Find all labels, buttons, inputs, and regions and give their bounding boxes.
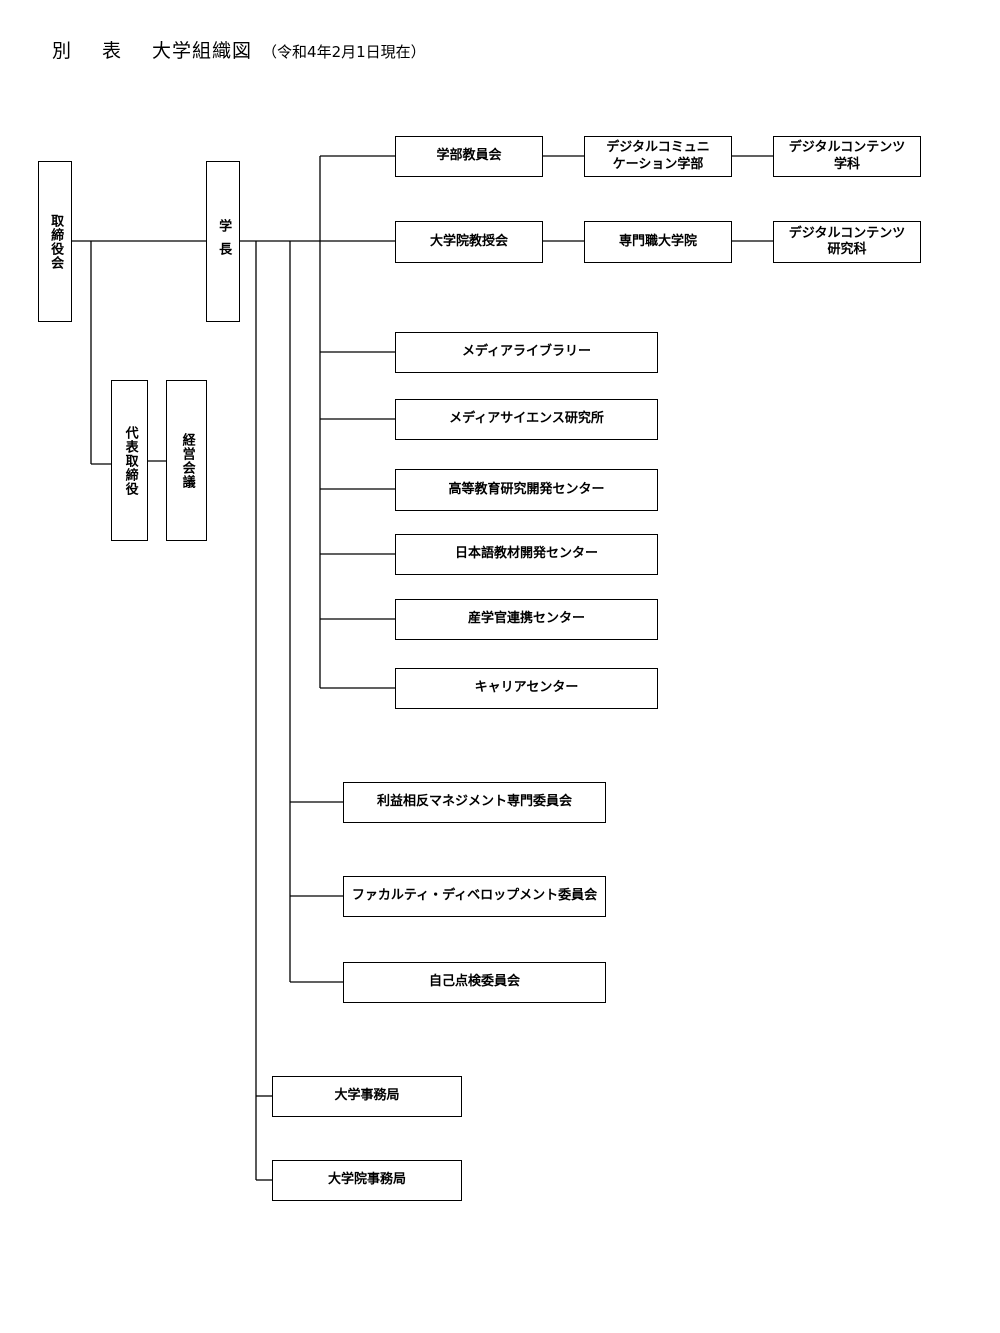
management-council-label: 経営会議 [179, 432, 195, 489]
title-main: 大学組織図 [152, 40, 253, 62]
japanese-materials-center-box: 日本語教材開発センター [395, 534, 658, 575]
grad-department-label-line1: デジタルコンテンツ [788, 225, 906, 241]
industry-collab-label: 産学官連携センター [467, 611, 585, 627]
grad-school-office-label: 大学院事務局 [327, 1172, 406, 1188]
industry-collab-center-box: 産学官連携センター [395, 599, 658, 640]
ceo-box: 代表取締役 [111, 380, 148, 541]
page-title: 別 表 大学組織図 （令和4年2月1日現在） [52, 36, 426, 63]
higher-ed-label: 高等教育研究開発センター [448, 481, 605, 497]
career-center-box: キャリアセンター [395, 668, 658, 709]
title-part-a: 別 [52, 40, 73, 62]
faculty-meeting-label: 学部教員会 [436, 148, 502, 164]
professional-grad-school-box: 専門職大学院 [584, 221, 732, 263]
self-evaluation-committee-box: 自己点検委員会 [343, 962, 606, 1003]
board-label: 取締役会 [48, 213, 64, 270]
fd-committee-label: ファカルティ・ディベロップメント委員会 [351, 888, 598, 904]
title-part-b: 表 [102, 40, 123, 62]
grad-professors-box: 大学院教授会 [395, 221, 543, 263]
university-office-box: 大学事務局 [272, 1076, 462, 1117]
department-label-line1: デジタルコンテンツ [788, 140, 906, 156]
grad-school-office-box: 大学院事務局 [272, 1160, 462, 1201]
media-library-label: メディアライブラリー [461, 344, 592, 360]
president-box: 学長 [206, 161, 240, 322]
faculty-label-line1: デジタルコミュニ [606, 140, 710, 156]
professional-grad-school-label: 専門職大学院 [618, 233, 697, 249]
department-label-line2: 学科 [833, 156, 860, 172]
media-science-institute-box: メディアサイエンス研究所 [395, 399, 658, 440]
faculty-label-line2: ケーション学部 [612, 156, 704, 172]
career-center-label: キャリアセンター [474, 680, 579, 696]
board-of-directors-box: 取締役会 [38, 161, 72, 322]
faculty-box: デジタルコミュニ ケーション学部 [584, 136, 732, 177]
grad-department-label-line2: 研究科 [827, 242, 867, 257]
self-evaluation-label: 自己点検委員会 [428, 974, 520, 990]
faculty-meeting-box: 学部教員会 [395, 136, 543, 177]
media-science-label: メディアサイエンス研究所 [449, 411, 604, 427]
title-date: （令和4年2月1日現在） [262, 43, 426, 61]
department-box: デジタルコンテンツ 学科 [773, 136, 921, 177]
coi-committee-label: 利益相反マネジメント専門委員会 [376, 794, 572, 810]
higher-ed-center-box: 高等教育研究開発センター [395, 469, 658, 511]
media-library-box: メディアライブラリー [395, 332, 658, 373]
grad-department-box: デジタルコンテンツ 研究科 [773, 221, 921, 263]
management-council-box: 経営会議 [166, 380, 207, 541]
fd-committee-box: ファカルティ・ディベロップメント委員会 [343, 876, 606, 917]
coi-committee-box: 利益相反マネジメント専門委員会 [343, 782, 606, 823]
japanese-materials-label: 日本語教材開発センター [454, 546, 598, 562]
president-label: 学長 [216, 218, 232, 265]
grad-professors-label: 大学院教授会 [429, 233, 508, 249]
university-office-label: 大学事務局 [334, 1088, 400, 1104]
ceo-label: 代表取締役 [122, 425, 138, 496]
